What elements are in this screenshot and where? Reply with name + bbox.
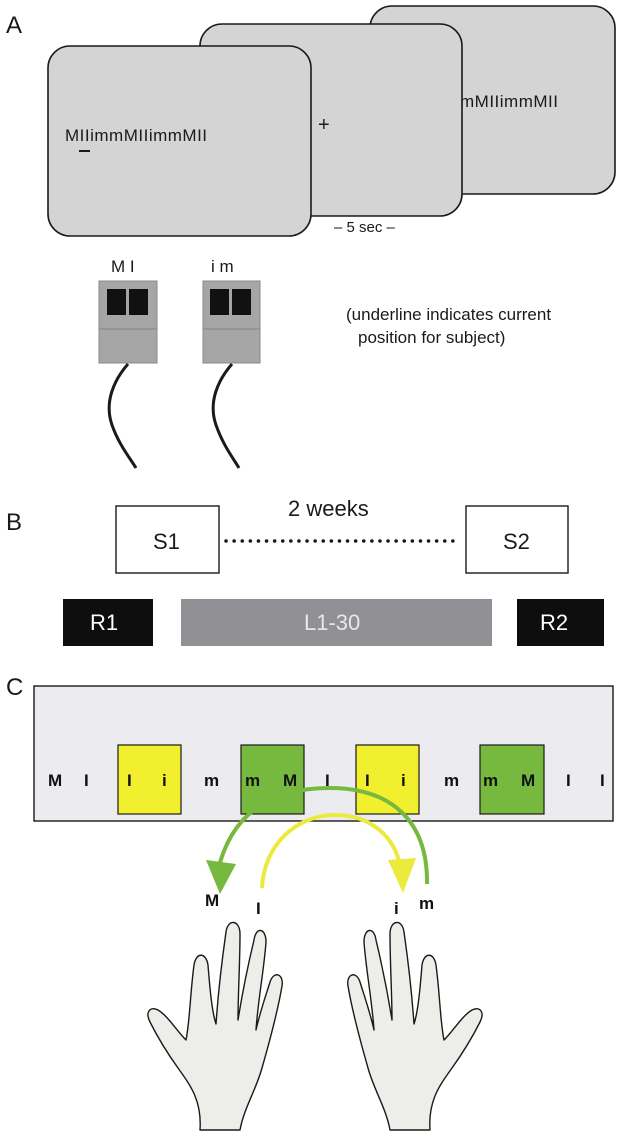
note-line-2: position for subject) (358, 328, 505, 347)
finger-label-m: m (419, 894, 434, 913)
yellow-arrowhead (388, 858, 416, 893)
sequence-item: M (48, 771, 62, 790)
sequence-item: i (162, 771, 167, 790)
sequence-item: I (600, 771, 605, 790)
run-2-label: R2 (540, 610, 568, 635)
sequence-item: M (283, 771, 297, 790)
learning-runs-label: L1-30 (304, 610, 360, 635)
panel-b-label: B (6, 509, 22, 536)
green-transition-arrow (216, 785, 430, 885)
sequence-item: I (325, 771, 330, 790)
screen-3-sequence: mMIIimmMII (460, 92, 558, 111)
triplet-highlight-1 (117, 744, 182, 815)
run-1-label: R1 (90, 610, 118, 635)
triplet-highlight-4 (479, 744, 545, 815)
finger-label-I: I (256, 899, 261, 918)
session-2-box (465, 505, 569, 574)
sequence-item: m (483, 771, 498, 790)
response-keypad-left (98, 280, 158, 469)
session-2-label: S2 (503, 529, 530, 554)
keypad-right-label: i m (211, 257, 234, 276)
sequence-item: m (444, 771, 459, 790)
triplet-highlight-2 (240, 744, 305, 815)
panel-c-label: C (6, 674, 23, 701)
sequence-item: I (127, 771, 132, 790)
sequence-row: M I I i m m M I I i m m M I I (48, 771, 605, 790)
right-hand-illustration (347, 921, 483, 1131)
keypad-left-label: M I (111, 257, 135, 276)
panel-a-label: A (6, 12, 22, 39)
left-hand-illustration (147, 921, 283, 1131)
finger-label-i: i (394, 899, 399, 918)
finger-label-M: M (205, 891, 219, 910)
learning-runs-band (181, 599, 492, 646)
duration-label: – 5 sec – (334, 219, 396, 236)
stimulus-screen-1 (47, 45, 312, 237)
sequence-item: m (204, 771, 219, 790)
sequence-item: i (401, 771, 406, 790)
run-2-box (517, 599, 604, 646)
green-arrowhead (206, 860, 236, 894)
sequence-item: I (365, 771, 370, 790)
sequence-item: I (566, 771, 571, 790)
note-line-1: (underline indicates current (346, 305, 551, 324)
fixation-cross: + (318, 114, 330, 136)
screen-1-sequence: MIIimmMIIimmMII (65, 126, 208, 145)
run-1-box (63, 599, 153, 646)
response-keypad-right (202, 280, 261, 469)
interval-label: 2 weeks (288, 496, 369, 521)
session-1-box (115, 505, 220, 574)
sequence-item: m (245, 771, 260, 790)
session-1-label: S1 (153, 529, 180, 554)
sequence-item: I (84, 771, 89, 790)
yellow-transition-arrow (260, 812, 402, 889)
sequence-item: M (521, 771, 535, 790)
